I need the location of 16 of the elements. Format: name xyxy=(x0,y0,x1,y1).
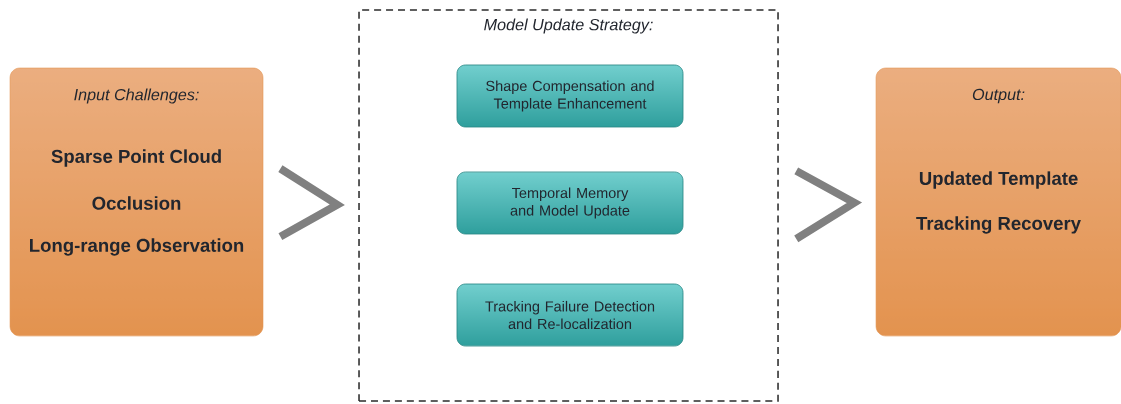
process-box xyxy=(456,283,684,347)
box-heading: Input Challenges: xyxy=(74,88,199,104)
card-box xyxy=(875,67,1121,337)
card-box xyxy=(9,67,264,337)
list-item: Updated Template xyxy=(919,171,1078,189)
process-box xyxy=(456,171,684,235)
box-heading: Output: xyxy=(972,88,1025,104)
process-box xyxy=(456,64,684,128)
box-heading: Model Update Strategy: xyxy=(484,18,653,34)
list-item: Sparse Point Cloud xyxy=(51,149,221,167)
step-label: Shape Compensation and Template Enhancement xyxy=(486,80,654,112)
list-item: Tracking Recovery xyxy=(916,216,1081,234)
step-label: Temporal Memory and Model Update xyxy=(510,187,630,219)
step-label: Tracking Failure Detection and Re-localization xyxy=(485,300,655,330)
list-item: Occlusion xyxy=(92,196,181,210)
list-item: Long-range Observation xyxy=(30,238,244,256)
